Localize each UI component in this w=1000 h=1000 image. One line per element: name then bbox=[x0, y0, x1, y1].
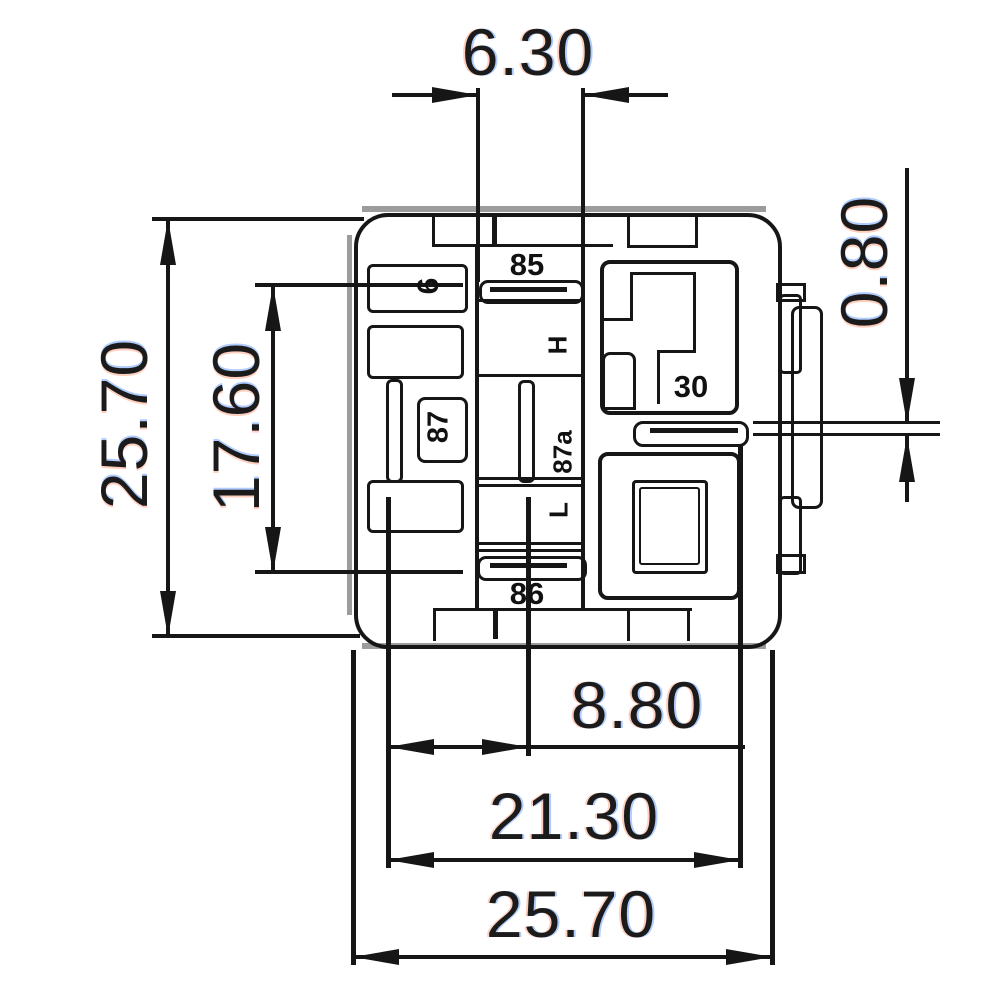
dim-630-ext-left bbox=[476, 88, 480, 282]
terminal-87-blade-slot bbox=[386, 379, 403, 483]
ext-pin87-center bbox=[386, 497, 391, 868]
ext-body-left bbox=[351, 650, 356, 965]
ext-body-right bbox=[770, 650, 775, 965]
bottom-recess-notch-right-wall bbox=[687, 610, 690, 641]
top-recess-floor bbox=[432, 244, 613, 247]
dim-2570l-text: 25.70 bbox=[87, 338, 161, 510]
dim-2570l-arrow-top bbox=[160, 219, 176, 265]
bottom-recess-rib bbox=[493, 610, 498, 639]
dim-2570l-line bbox=[166, 219, 170, 637]
body-shadow-top bbox=[362, 206, 766, 212]
terminal-87-label: 87 bbox=[422, 410, 455, 444]
dim-880-arrow-left bbox=[388, 739, 434, 755]
terminal-87a-label: 87a bbox=[547, 430, 578, 474]
body-shadow-left bbox=[347, 235, 352, 615]
right-lower-wall-outer bbox=[632, 480, 708, 574]
dim-2570b-line bbox=[353, 955, 772, 959]
dim-1760-arrow-top bbox=[265, 285, 281, 331]
center-column-right-wall bbox=[581, 247, 585, 610]
dim-080-arrow-lower bbox=[899, 436, 915, 482]
terminal-87a-blade-slot bbox=[518, 380, 535, 483]
dim-080-text: 0.80 bbox=[827, 195, 901, 329]
top-recess-rib bbox=[492, 215, 497, 245]
dim-880-line bbox=[388, 745, 745, 749]
center-column-left-wall bbox=[475, 247, 479, 610]
terminal-30-channel-f bbox=[657, 350, 660, 404]
dim-630-arrow-right bbox=[583, 87, 629, 103]
terminal-30-channel-a bbox=[604, 318, 633, 321]
cavity-6-pocket bbox=[367, 264, 468, 313]
terminal-30-channel-c bbox=[630, 272, 696, 275]
terminal-85-slot bbox=[479, 280, 584, 304]
terminal-h-label: H bbox=[542, 335, 573, 355]
bottom-recess-left-wall bbox=[433, 608, 436, 641]
dim-2570l-arrow-bottom bbox=[160, 591, 176, 637]
bottom-recess-notch-left-wall bbox=[627, 610, 630, 641]
dim-1760-text: 17.60 bbox=[199, 341, 273, 513]
dim-080-arrow-upper bbox=[899, 378, 915, 424]
dim-630-ext-right bbox=[581, 88, 585, 268]
dim-2570b-text: 25.70 bbox=[485, 877, 657, 951]
side-terminal-slot bbox=[633, 421, 749, 447]
terminal-30-label: 30 bbox=[673, 369, 709, 404]
left-lower-pocket bbox=[367, 480, 464, 533]
dim-2130-arrow-left bbox=[388, 852, 434, 868]
clip-bottom-tab bbox=[776, 554, 806, 574]
clip-top-tab bbox=[776, 283, 806, 302]
dim-080-ext-bottom bbox=[753, 433, 940, 436]
dim-1760-line bbox=[271, 285, 275, 573]
center-divider-3b bbox=[475, 484, 585, 487]
dim-2130-arrow-right bbox=[694, 852, 740, 868]
dim-630-arrow-left bbox=[432, 87, 478, 103]
center-divider-3a bbox=[475, 477, 585, 480]
dim-2570l-ext-bottom bbox=[152, 634, 360, 638]
terminal-30-channel-e bbox=[657, 350, 696, 353]
center-divider-1 bbox=[475, 299, 585, 302]
ext-pin86-center bbox=[526, 497, 531, 756]
top-recess-left-wall bbox=[432, 213, 435, 246]
dim-1760-ext-bottom bbox=[255, 570, 463, 574]
terminal-30-pocket bbox=[600, 260, 739, 415]
dim-2130-line bbox=[388, 858, 740, 862]
dim-880-arrow-right bbox=[482, 739, 528, 755]
dim-630-text: 6.30 bbox=[461, 15, 595, 89]
terminal-l-label: L bbox=[543, 502, 574, 518]
dim-1760-arrow-bottom bbox=[265, 527, 281, 573]
dim-880-text: 8.80 bbox=[570, 668, 704, 742]
body-outline bbox=[354, 213, 782, 649]
center-divider-2 bbox=[475, 374, 585, 377]
clip-upper-bar bbox=[779, 294, 802, 374]
top-recess-notch bbox=[627, 213, 698, 248]
terminal-87-label-pocket bbox=[417, 397, 468, 463]
right-lower-wall-inner bbox=[639, 487, 700, 565]
left-upper-pocket bbox=[367, 325, 464, 379]
dim-2570b-arrow-right bbox=[726, 949, 772, 965]
terminal-30-channel-b bbox=[630, 272, 633, 321]
ext-blade-right bbox=[738, 445, 743, 868]
terminal-30-channel-d bbox=[693, 272, 696, 353]
clip-spring-arm bbox=[791, 306, 823, 509]
terminal-86-label: 86 bbox=[509, 576, 545, 611]
terminal-86-slot bbox=[477, 556, 587, 581]
dim-2570b-arrow-left bbox=[353, 949, 399, 965]
terminal-85-blade bbox=[490, 287, 567, 292]
dim-2570l-ext-top bbox=[152, 217, 364, 221]
terminal-85-label: 85 bbox=[509, 247, 545, 282]
dim-2130-text: 21.30 bbox=[488, 779, 660, 853]
side-terminal-blade bbox=[650, 428, 738, 433]
cavity-6-label: 6 bbox=[412, 277, 445, 295]
dim-080-line-upper bbox=[905, 168, 909, 424]
dim-1760-ext-top bbox=[255, 283, 463, 287]
bottom-recess-floor bbox=[433, 608, 692, 611]
terminal-30-key-pocket bbox=[602, 352, 636, 410]
dim-080-ext-top bbox=[753, 421, 940, 424]
